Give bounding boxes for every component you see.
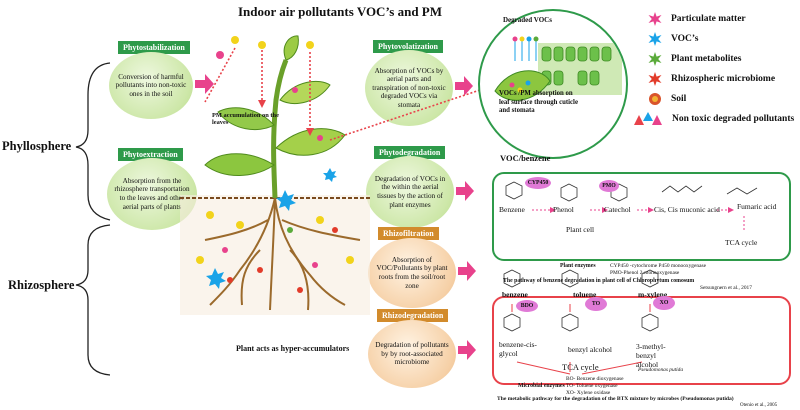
phytovolatization-header: Phytovolatization <box>373 40 443 53</box>
diagram-title: Indoor air pollutants VOC’s and PM <box>237 4 443 19</box>
btx-pathway-structures <box>503 269 659 375</box>
phytostabilization-description: Conversion of harmful pollutants into no… <box>109 52 193 119</box>
voc-icon <box>647 32 663 46</box>
zone-brackets <box>75 62 111 376</box>
legend-non-toxic: Non toxic degraded pollutants <box>630 111 794 127</box>
btx-tca-cycle: TCA cycle <box>562 362 599 372</box>
phytodegradation-description: Degradation of VOCs in the within the ae… <box>366 156 454 228</box>
rhizofiltration-header: Rhizofiltration <box>378 227 439 240</box>
pseudomonas-putida-label: Pseudomonas putida <box>638 367 684 373</box>
muconic-acid-compound: Cis, Cis muconic acid <box>654 205 720 214</box>
degraded-vocs-label: Degraded VOCs <box>503 16 552 24</box>
benzene-pathway-caption: The pathway of benzene degradation in pl… <box>503 278 695 284</box>
benzene-tca-cycle: TCA cycle <box>725 238 758 247</box>
non-toxic-icon <box>630 111 664 127</box>
phyllosphere-label: Phyllosphere <box>2 139 72 153</box>
benzene-pathway-panel <box>492 172 791 261</box>
fumaric-acid-compound: Fumaric acid <box>737 202 777 211</box>
legend-particulate-matter: Particulate matter <box>647 12 746 26</box>
legend-soil: Soil <box>647 92 686 106</box>
legend-rhizospheric-microbiome: Rhizospheric microbiome <box>647 72 775 86</box>
rhizospheric-microbiome-icon <box>647 72 663 86</box>
benzene-pathway-citation: Setsungnern et al., 2017 <box>700 285 752 291</box>
plant-enzymes-label: Plant enzymes <box>560 263 596 269</box>
plant-enzymes-cyp450: CYP450 -cytochrome P450 monooxygenase <box>610 263 706 269</box>
leaf-inset <box>478 9 628 159</box>
rhizofiltration-description: Absorption of VOC/Pollutants by plant ro… <box>368 238 456 308</box>
rhizodegradation-description: Degradation of pollutants by by root-ass… <box>368 320 456 388</box>
legend-vocs: VOC’s <box>647 32 698 46</box>
phytovolatization-description: Absorption of VOCs by aerial parts and t… <box>365 50 453 126</box>
leaf-cross-section <box>494 36 622 101</box>
pmo-enzyme: PMO <box>599 180 619 192</box>
benzene-pathway-structures <box>505 181 758 232</box>
voc-pm-absorption-label: VOCs /PM absorption on leaf surface thro… <box>499 90 578 114</box>
rhizodegradation-header: Rhizodegradation <box>377 309 449 322</box>
phytoextraction-header: Phytoextraction <box>118 148 183 161</box>
legend-plant-metabolites: Plant metabolites <box>647 52 741 66</box>
phytodegradation-header: Phytodegradation <box>374 146 446 159</box>
benzyl-alcohol-product: benzyl alcohol <box>568 345 612 354</box>
btx-pathway-panel <box>492 296 791 385</box>
rhizosphere-label: Rhizosphere <box>8 278 75 292</box>
pm-accumulation-label: PM accumulation on the leaves <box>212 112 279 126</box>
microbial-enzymes-label: Microbial enzymes <box>518 383 565 389</box>
phytostabilization-header: Phytostabilization <box>118 41 190 54</box>
btx-pathway-citation: Otenio et al., 2005 <box>740 403 778 408</box>
voc-benzene-header: VOC/benzene <box>500 153 551 163</box>
bdo-enzyme: BDO <box>516 300 538 312</box>
benzene-compound: Benzene <box>499 205 525 214</box>
phenol-compound: Phenol <box>553 205 574 214</box>
methyl-benzyl-alcohol-product: 3-methyl-benzyl alcohol <box>636 342 666 369</box>
cyp450-enzyme: CYP450 <box>525 177 551 189</box>
plant-metabolite-icon <box>647 52 663 66</box>
btx-pathway-caption: The metabolic pathway for the degradatio… <box>497 396 734 402</box>
btx-benzene: benzene <box>502 290 528 299</box>
xo-enzyme: XO <box>653 296 675 310</box>
plant-caption: Plant acts as hyper-accumulators <box>236 344 350 353</box>
catechol-compound: Catechol <box>604 205 631 214</box>
benzene-cis-glycol-product: benzene-cis-glycol <box>499 340 537 358</box>
microbial-enzymes-xo: XO- Xylene oxidase <box>566 390 611 396</box>
soil-icon <box>647 92 663 106</box>
particulate-matter-icon <box>647 12 663 26</box>
microbial-enzymes-bdo: BO- Benzene dioxygenase <box>566 376 624 382</box>
plant-illustration <box>180 35 370 315</box>
microbial-enzymes-to: TO- Toluene oxygenase <box>566 383 618 389</box>
plant-cell-label: Plant cell <box>566 225 595 234</box>
btx-toluene: toluene <box>573 290 597 299</box>
btx-m-xylene: m-xylene <box>638 290 668 299</box>
to-enzyme: TO <box>585 297 607 311</box>
